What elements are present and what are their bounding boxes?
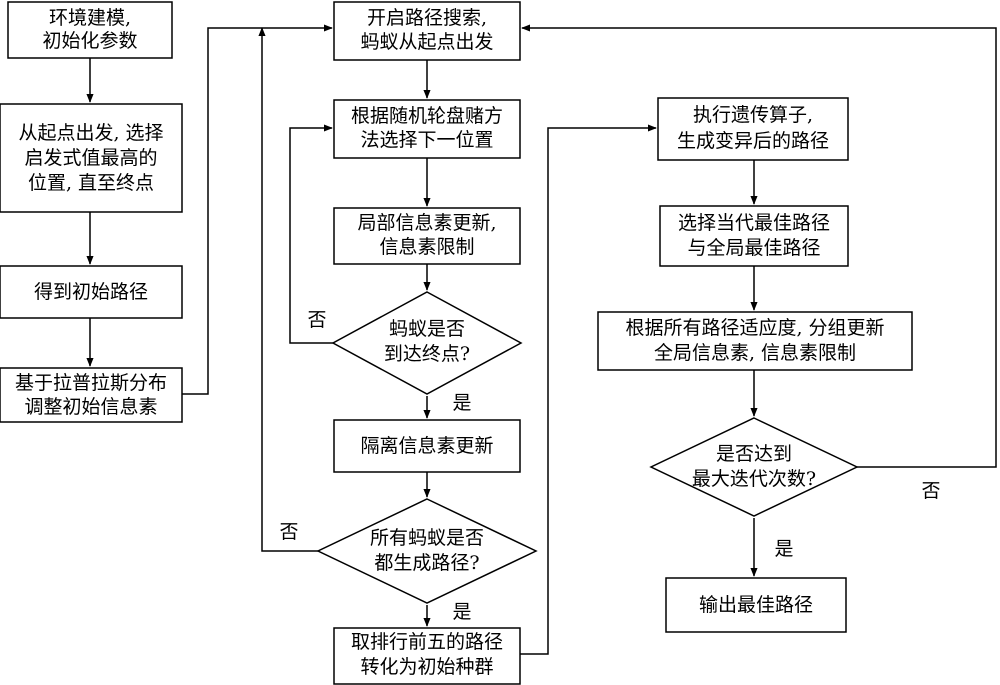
- node-heuristic: 从起点出发, 选择 启发式值最高的 位置, 直至终点: [0, 103, 183, 213]
- edge-all-paths-no: [258, 27, 318, 552]
- svg-text:转化为初始种群: 转化为初始种群: [360, 656, 493, 678]
- label-all-paths-no: 否: [279, 521, 298, 543]
- node-select-best: 选择当代最佳路径 与全局最佳路径: [659, 205, 849, 267]
- svg-text:初始化参数: 初始化参数: [42, 30, 137, 52]
- svg-text:全局信息素, 信息素限制: 全局信息素, 信息素限制: [654, 342, 856, 364]
- svg-text:调整初始信息素: 调整初始信息素: [24, 396, 157, 418]
- svg-text:基于拉普拉斯分布: 基于拉普拉斯分布: [15, 372, 167, 394]
- node-env-model: 环境建模, 初始化参数: [7, 1, 173, 59]
- node-initial-path: 得到初始路径: [0, 265, 183, 319]
- svg-text:隔离信息素更新: 隔离信息素更新: [360, 435, 493, 457]
- svg-text:生成变异后的路径: 生成变异后的路径: [677, 130, 829, 152]
- svg-text:与全局最佳路径: 与全局最佳路径: [687, 237, 820, 259]
- svg-text:最大迭代次数?: 最大迭代次数?: [692, 468, 816, 490]
- node-output: 输出最佳路径: [665, 577, 847, 633]
- edge-max-iter-no: [521, 24, 997, 468]
- edge-reach-end-no: [289, 124, 333, 344]
- node-isolate-update: 隔离信息素更新: [333, 419, 521, 473]
- svg-text:得到初始路径: 得到初始路径: [34, 281, 148, 303]
- decision-all-paths: 所有蚂蚁是否 都生成路径?: [316, 498, 538, 604]
- svg-text:到达终点?: 到达终点?: [384, 343, 470, 365]
- svg-text:信息素限制: 信息素限制: [379, 236, 474, 258]
- node-start-search: 开启路径搜索, 蚂蚁从起点出发: [333, 1, 521, 61]
- edge-laplace-to-start-search: [182, 24, 333, 395]
- svg-text:从起点出发, 选择: 从起点出发, 选择: [18, 122, 163, 144]
- node-top-five: 取排行前五的路径 转化为初始种群: [333, 627, 521, 685]
- svg-text:启发式值最高的: 启发式值最高的: [24, 147, 157, 169]
- svg-text:根据所有路径适应度, 分组更新: 根据所有路径适应度, 分组更新: [625, 317, 884, 339]
- svg-text:开启路径搜索,: 开启路径搜索,: [367, 7, 487, 29]
- label-max-iter-no: 否: [921, 480, 940, 502]
- svg-text:局部信息素更新,: 局部信息素更新,: [357, 212, 496, 234]
- node-group-update: 根据所有路径适应度, 分组更新 全局信息素, 信息素限制: [597, 311, 913, 371]
- node-roulette: 根据随机轮盘赌方 法选择下一位置: [333, 99, 521, 159]
- svg-text:法选择下一位置: 法选择下一位置: [360, 129, 493, 151]
- svg-text:执行遗传算子,: 执行遗传算子,: [693, 104, 813, 126]
- svg-text:所有蚂蚁是否: 所有蚂蚁是否: [370, 527, 484, 549]
- label-reach-end-no: 否: [307, 309, 326, 331]
- node-genetic: 执行遗传算子, 生成变异后的路径: [657, 97, 849, 161]
- svg-text:环境建模,: 环境建模,: [49, 7, 131, 29]
- edge-top-five-to-genetic: [519, 124, 657, 655]
- svg-text:都生成路径?: 都生成路径?: [374, 552, 479, 574]
- svg-text:根据随机轮盘赌方: 根据随机轮盘赌方: [351, 105, 503, 127]
- svg-text:位置, 直至终点: 位置, 直至终点: [28, 172, 154, 194]
- label-reach-end-yes: 是: [452, 392, 471, 414]
- decision-max-iter: 是否达到 最大迭代次数?: [649, 417, 859, 517]
- node-local-update: 局部信息素更新, 信息素限制: [333, 207, 521, 265]
- svg-text:选择当代最佳路径: 选择当代最佳路径: [678, 212, 830, 234]
- label-all-paths-yes: 是: [452, 601, 471, 623]
- svg-text:蚂蚁是否: 蚂蚁是否: [389, 318, 465, 340]
- svg-text:是否达到: 是否达到: [716, 443, 792, 465]
- svg-text:取排行前五的路径: 取排行前五的路径: [351, 631, 503, 653]
- svg-text:输出最佳路径: 输出最佳路径: [699, 594, 813, 616]
- label-max-iter-yes: 是: [774, 538, 793, 560]
- node-laplace: 基于拉普拉斯分布 调整初始信息素: [0, 367, 183, 423]
- svg-text:蚂蚁从起点出发: 蚂蚁从起点出发: [360, 31, 493, 53]
- decision-reach-end: 蚂蚁是否 到达终点?: [331, 291, 523, 395]
